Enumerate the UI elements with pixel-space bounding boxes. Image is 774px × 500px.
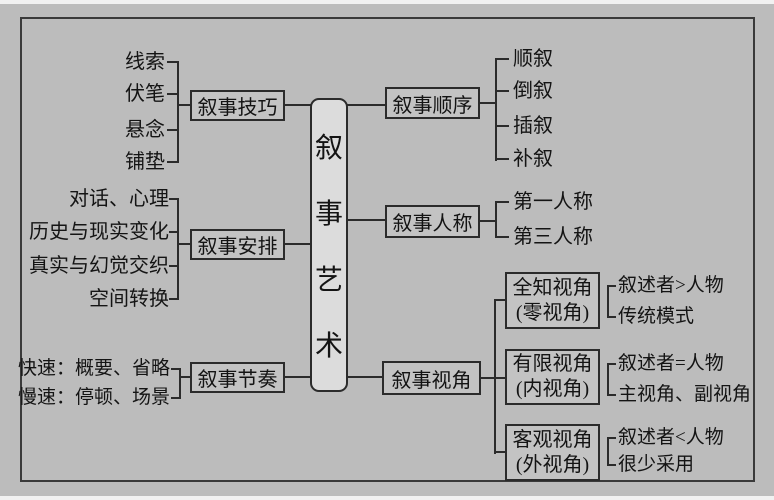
connector-line <box>169 298 179 300</box>
bracket-line <box>179 368 181 399</box>
bracket-line <box>495 201 497 238</box>
leaf-space-transition: 空间转换 <box>89 288 169 310</box>
connector-line <box>285 376 311 378</box>
bracket-line <box>177 198 179 300</box>
leaf-real-illusion: 真实与幻觉交织 <box>29 255 169 277</box>
top-edge-strip <box>0 0 774 4</box>
connector-line <box>607 394 616 396</box>
node-label-line1: 有限视角 <box>512 353 593 375</box>
connector-line <box>285 104 311 106</box>
connector-line <box>171 368 180 370</box>
bracket-line <box>495 58 497 161</box>
connector-line <box>346 219 385 221</box>
node-label-line1: 全知视角 <box>512 276 593 299</box>
bottom-edge-strip <box>0 496 774 500</box>
leaf-fast-pace: 快速：概要、省略 <box>17 358 170 379</box>
leaf-third-person: 第三人称 <box>513 226 593 248</box>
connector-line <box>285 243 311 245</box>
leaf-slow-pace: 慢速：停顿、场景 <box>17 387 170 408</box>
node-omniscient-perspective: 全知视角 (零视角) <box>505 272 600 329</box>
root-node-narrative-art: 叙 事 艺 术 <box>310 98 348 392</box>
connector-line <box>171 397 180 399</box>
node-narrative-order: 叙事顺序 <box>385 87 480 119</box>
bracket-line <box>607 285 609 318</box>
leaf-flashback: 倒叙 <box>513 80 553 102</box>
connector-line <box>495 125 509 127</box>
node-label-line1: 客观视角 <box>512 428 593 451</box>
connector-line <box>169 231 179 233</box>
leaf-chronological: 顺叙 <box>513 48 553 70</box>
diagram-frame <box>20 17 755 482</box>
connector-line <box>346 104 385 106</box>
node-label: 叙事节奏 <box>197 369 278 391</box>
node-label: 叙事人称 <box>392 213 473 235</box>
root-node-char: 术 <box>314 331 343 362</box>
leaf-rarely-used: 很少采用 <box>618 454 695 475</box>
root-node-char: 叙 <box>314 133 343 164</box>
root-node-char: 艺 <box>314 265 343 296</box>
node-objective-perspective: 客观视角 (外视角) <box>505 424 600 481</box>
node-narrative-rhythm: 叙事节奏 <box>190 362 285 393</box>
connector-line <box>177 104 190 106</box>
node-narrative-arrangement: 叙事安排 <box>190 229 285 260</box>
node-label-line2: (零视角) <box>515 301 590 324</box>
leaf-dialogue-psychology: 对话、心理 <box>69 188 169 210</box>
leaf-main-sub-perspective: 主视角、副视角 <box>618 384 752 405</box>
connector-line <box>495 90 509 92</box>
node-limited-perspective: 有限视角 (内视角) <box>505 349 600 405</box>
node-narrative-person: 叙事人称 <box>385 205 480 238</box>
node-label: 叙事视角 <box>391 369 472 392</box>
connector-line <box>607 285 616 287</box>
connector-line <box>167 93 178 95</box>
node-narrative-perspective: 叙事视角 <box>382 361 481 395</box>
connector-line <box>607 437 616 439</box>
leaf-supplement: 补叙 <box>513 148 553 170</box>
connector-line <box>169 198 179 200</box>
connector-line <box>494 299 506 301</box>
connector-line <box>479 377 495 379</box>
connector-line <box>179 376 190 378</box>
connector-line <box>607 363 616 365</box>
leaf-traditional-mode: 传统模式 <box>618 306 695 327</box>
bracket-line <box>494 299 496 454</box>
connector-line <box>169 265 179 267</box>
node-label-line2: (外视角) <box>515 453 590 476</box>
connector-line <box>495 58 509 60</box>
node-narrative-technique: 叙事技巧 <box>190 90 285 121</box>
connector-line <box>495 201 509 203</box>
leaf-history-reality: 历史与现实变化 <box>29 221 169 243</box>
connector-line <box>494 451 506 453</box>
leaf-clue: 线索 <box>125 51 165 73</box>
node-label-line2: (内视角) <box>515 378 590 400</box>
node-label: 叙事安排 <box>197 236 278 258</box>
leaf-buildup: 铺垫 <box>125 151 165 173</box>
connector-line <box>478 220 496 222</box>
leaf-first-person: 第一人称 <box>513 191 593 213</box>
leaf-narrator-greater-than-character: 叙述者>人物 <box>618 275 724 296</box>
connector-line <box>167 161 178 163</box>
connector-line <box>494 377 506 379</box>
bracket-line <box>177 61 179 163</box>
connector-line <box>346 376 382 378</box>
leaf-suspense: 悬念 <box>125 119 165 141</box>
bracket-line <box>607 363 609 396</box>
leaf-foreshadowing: 伏笔 <box>125 83 165 105</box>
bracket-line <box>607 437 609 466</box>
node-label: 叙事技巧 <box>197 97 278 119</box>
node-label: 叙事顺序 <box>392 94 473 117</box>
leaf-narrator-less-than-character: 叙述者<人物 <box>618 427 724 448</box>
connector-line <box>177 243 190 245</box>
connector-line <box>607 316 616 318</box>
connector-line <box>495 236 509 238</box>
connector-line <box>495 158 509 160</box>
root-node-char: 事 <box>314 199 343 230</box>
leaf-interjection: 插叙 <box>513 115 553 137</box>
connector-line <box>478 102 496 104</box>
connector-line <box>607 464 616 466</box>
leaf-narrator-equals-character: 叙述者=人物 <box>618 353 724 374</box>
connector-line <box>167 61 178 63</box>
connector-line <box>167 129 178 131</box>
